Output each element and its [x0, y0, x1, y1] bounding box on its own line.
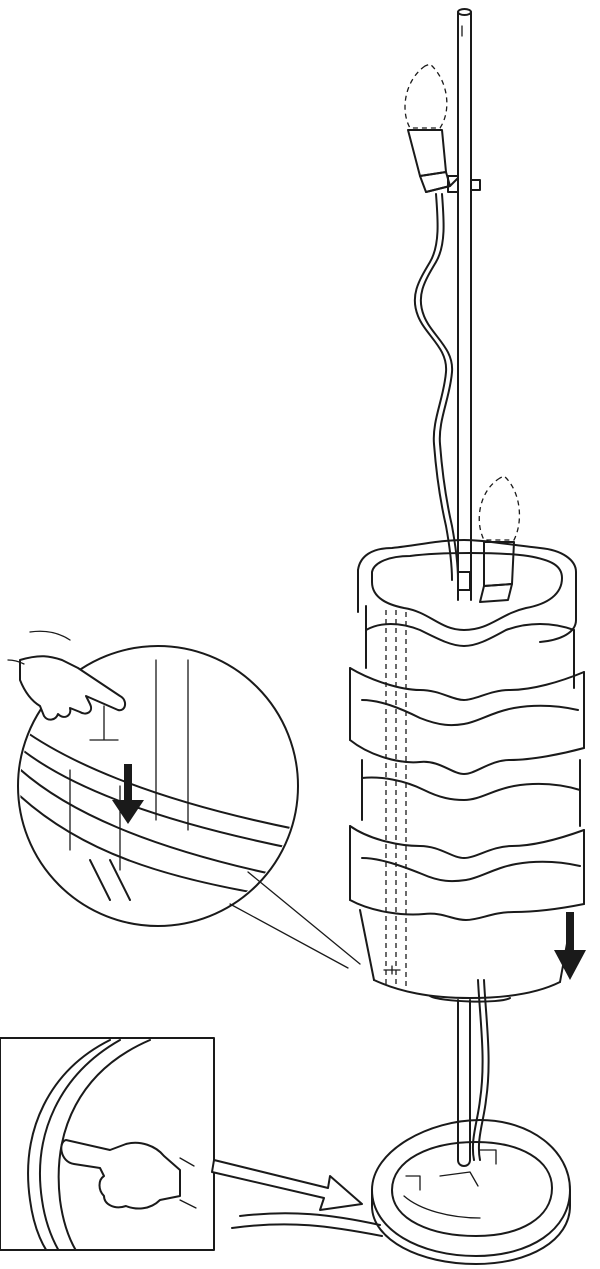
lower-bulb: [457, 475, 521, 603]
hollow-arrow-icon: [211, 1159, 363, 1211]
zoom-callout-top: [17, 645, 361, 969]
zoom-callout-bottom: [0, 1037, 215, 1251]
lamp-base: [371, 999, 571, 1265]
shade-stack: [349, 539, 585, 1003]
pointing-hand-icon: [60, 1139, 197, 1210]
lamp-pole: [447, 8, 481, 601]
upper-bulb: [404, 63, 459, 193]
down-arrow-icon: [112, 764, 144, 824]
pointing-hand-icon: [7, 630, 126, 721]
power-cord: [231, 193, 490, 1237]
down-arrow-icon: [554, 912, 586, 980]
